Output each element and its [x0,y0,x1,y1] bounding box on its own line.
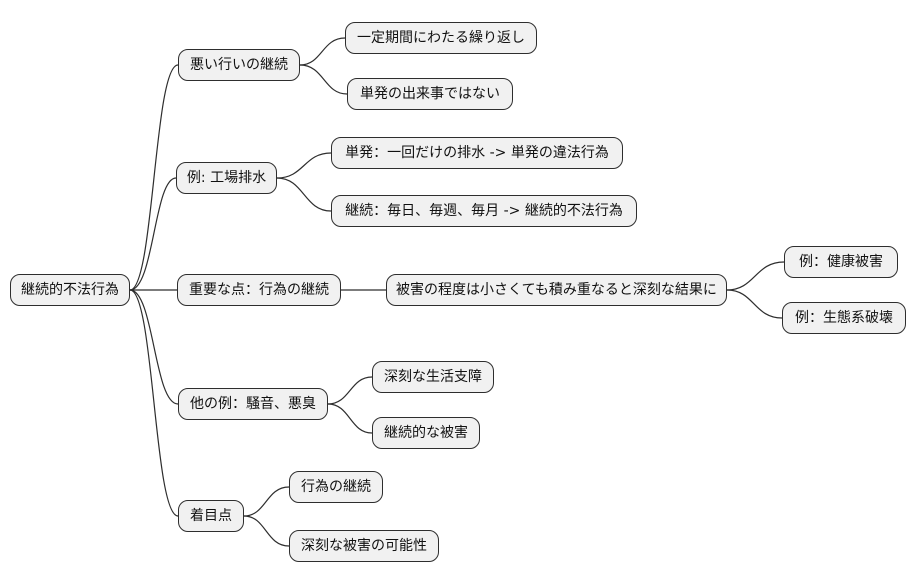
node-focus-points: 着目点 [178,500,244,532]
edge-branch4-to-child1 [327,376,373,405]
node-key-point-act-continuation: 重要な点：行為の継続 [177,274,341,306]
edge-branch2-to-child1 [276,152,332,179]
edge-branch5-to-child1 [243,486,290,517]
node-not-single-event: 単発の出来事ではない [347,78,513,110]
node-act-continuation: 行為の継続 [289,471,383,503]
edge-branch4-to-child2 [327,403,373,434]
edge-root-to-branch-4 [129,289,179,405]
edge-branch2-to-child2 [276,177,332,212]
node-continuous-discharge-tort: 継続：毎日、毎週、毎月 -> 継続的不法行為 [331,195,637,227]
edge-root-to-branch-2 [129,177,177,291]
edge-branch5-to-child2 [243,515,290,547]
node-root: 継続的不法行為 [10,274,130,306]
node-other-examples-noise-odor: 他の例：騒音、悪臭 [178,388,328,420]
edge-branch1-to-child2 [299,64,348,95]
node-repetition-over-period: 一定期間にわたる繰り返し [345,22,537,54]
node-serious-life-disruption: 深刻な生活支障 [372,361,494,393]
node-single-discharge-illegal-act: 単発：一回だけの排水 -> 単発の違法行為 [331,137,623,169]
edge-root-to-branch-5 [129,289,179,517]
edge-branch3child-to-grandchild2 [726,289,783,319]
edge-root-to-branch-1 [129,64,179,291]
node-small-harm-accumulates: 被害の程度は小さくても積み重なると深刻な結果に [386,274,727,306]
node-continuous-damage: 継続的な被害 [372,417,480,449]
edge-branch1-to-child1 [299,37,346,66]
node-bad-behavior-continuation: 悪い行いの継続 [178,49,300,81]
node-example-ecosystem-destruction: 例：生態系破壊 [782,302,906,334]
node-example-factory-drainage: 例: 工場排水 [176,162,277,194]
node-example-health-damage: 例：健康被害 [784,246,898,278]
node-serious-damage-possibility: 深刻な被害の可能性 [289,530,439,562]
edge-branch3child-to-grandchild1 [726,261,785,291]
